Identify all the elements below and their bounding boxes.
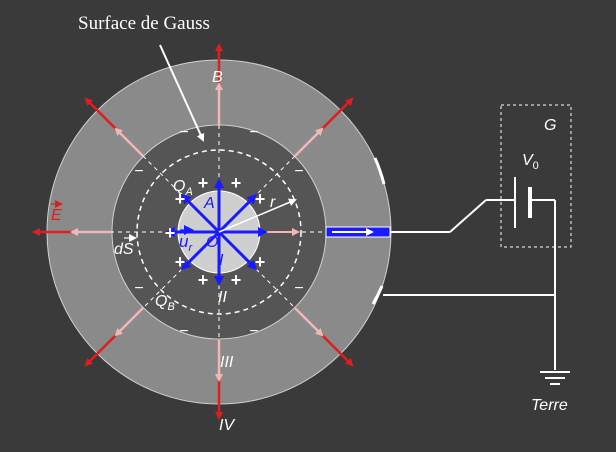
exterior-field-arrows <box>32 43 354 420</box>
plus-charge: + <box>255 189 266 209</box>
gauss-surface <box>136 149 302 315</box>
generator-box <box>500 104 572 248</box>
circuit-wires <box>383 199 556 370</box>
radius-label: r <box>270 194 276 211</box>
region-label-B: B <box>212 69 223 86</box>
region-label-IV: IV <box>219 417 235 434</box>
plus-charge: + <box>175 252 186 272</box>
minus-charge: − <box>249 323 258 340</box>
plus-charge: + <box>231 173 242 193</box>
voltage-subscript: 0 <box>533 160 539 172</box>
minus-charge: − <box>294 163 303 180</box>
charge-QA-subscript: A <box>184 186 192 198</box>
charge-QA-label: QA <box>173 178 193 198</box>
minus-charge: − <box>179 124 188 141</box>
field-E-label: E <box>51 207 62 224</box>
shell-field-arrows <box>70 82 324 382</box>
inner-positive-charges: + + + + + + + + + <box>165 173 266 290</box>
minus-charge: − <box>179 323 188 340</box>
plus-charge: + <box>255 252 266 272</box>
unit-vector-subscript: r <box>188 242 193 254</box>
charge-QB-symbol: Q <box>155 293 167 310</box>
unit-vector-symbol: u <box>179 232 189 251</box>
plus-charge: + <box>198 270 209 290</box>
region-label-II: II <box>218 289 227 306</box>
minus-charge: − <box>134 280 143 297</box>
region-label-III: III <box>220 354 234 371</box>
shell-negative-charges: − − − − − − − − <box>134 124 303 340</box>
region-label-A: A <box>203 195 215 212</box>
plus-charge: + <box>165 223 176 243</box>
contact-arcs <box>371 157 386 305</box>
radius-arrow <box>218 198 297 233</box>
ground-label: Terre <box>531 397 568 414</box>
battery-symbol <box>514 177 532 228</box>
plus-charge: + <box>175 189 186 209</box>
origin-label: O <box>206 234 218 251</box>
region-label-I: I <box>219 252 224 269</box>
voltage-symbol: V <box>522 152 534 169</box>
surface-element-label: dS <box>114 241 134 258</box>
generator-label: G <box>544 117 556 134</box>
unit-vector-label: ur <box>179 232 193 254</box>
gauss-pointer <box>159 44 205 142</box>
charge-QB-label: QB <box>155 293 175 313</box>
plus-charge: + <box>198 173 209 193</box>
plus-charge: + <box>231 270 242 290</box>
charge-QA-symbol: Q <box>173 178 185 195</box>
charge-QB-subscript: B <box>167 301 174 313</box>
gauss-surface-title: Surface de Gauss <box>78 13 210 34</box>
minus-charge: − <box>134 163 143 180</box>
ground-icon <box>540 371 570 385</box>
voltage-label: V0 <box>522 152 539 172</box>
minus-charge: − <box>294 280 303 297</box>
minus-charge: − <box>249 124 258 141</box>
